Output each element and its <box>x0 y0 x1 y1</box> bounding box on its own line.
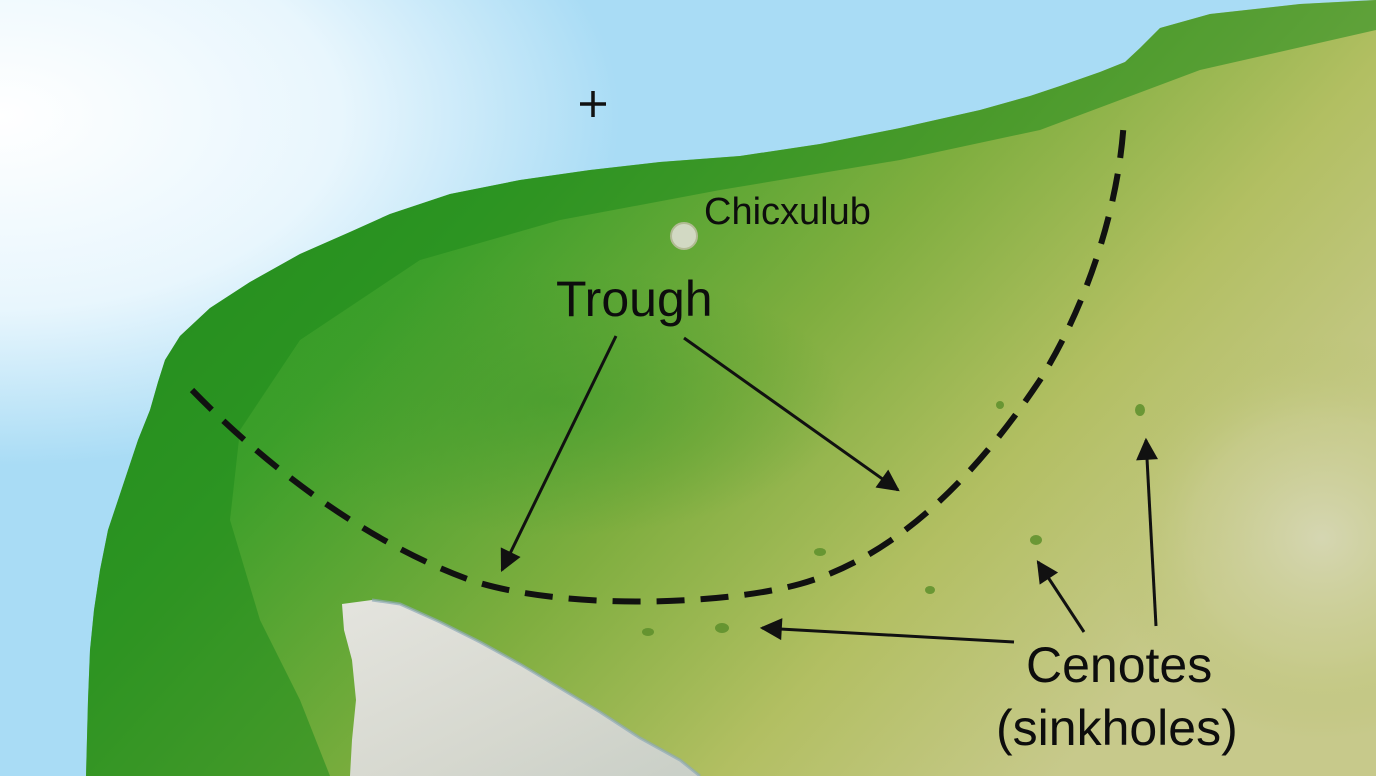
plus-marker-icon <box>580 91 606 117</box>
bare-rock-edge <box>371 598 701 776</box>
crater-rim-dashed-arc <box>189 117 1127 605</box>
cenotes-arrow-left <box>759 618 1015 644</box>
pale-upland <box>700 150 1376 776</box>
cenote-dots <box>642 401 1145 636</box>
trough-label: Trough <box>556 271 713 327</box>
sinkholes-label: (sinkholes) <box>996 700 1238 756</box>
coastal-lowland <box>86 0 1376 776</box>
bare-rock-area <box>342 600 700 776</box>
cenotes-arrow-up <box>1136 437 1159 627</box>
trough-arrow-left <box>500 335 618 572</box>
cenotes-arrow-middle <box>1036 560 1086 633</box>
chicxulub-label: Chicxulub <box>704 191 871 233</box>
circle-marker-icon <box>670 222 698 250</box>
trough-arrow-right <box>683 336 900 492</box>
cenotes-label: Cenotes <box>1026 637 1213 693</box>
